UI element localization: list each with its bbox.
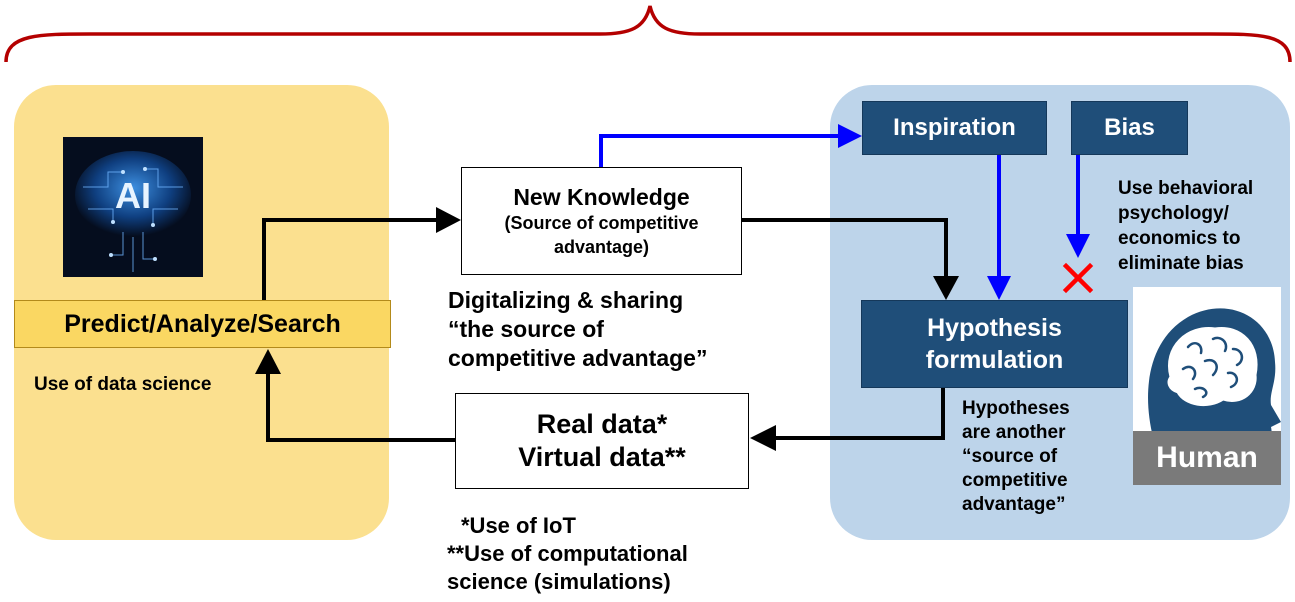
digitalizing-line-3: competitive advantage” (448, 345, 708, 371)
hypotheses-note-5: advantage” (962, 494, 1066, 515)
hypothesis-box: Hypothesis formulation (861, 300, 1128, 388)
predict-analyze-search-box: Predict/Analyze/Search (14, 300, 391, 348)
arrowhead-knowledge (436, 207, 461, 233)
ai-brain-icon: AI (63, 137, 203, 277)
digitalizing-line-2: “the source of (448, 316, 604, 342)
bias-note-4: eliminate bias (1118, 253, 1244, 274)
bias-note-2: psychology/ (1118, 203, 1229, 224)
human-label: Human (1133, 431, 1281, 485)
new-knowledge-subtitle-1: (Source of competitive (504, 213, 699, 233)
data-box: Real data* Virtual data** (455, 393, 749, 489)
hypothesis-line-1: Hypothesis (927, 314, 1062, 342)
footnote-iot: *Use of IoT (461, 513, 576, 538)
hypotheses-note-3: “source of (962, 446, 1058, 467)
digitalizing-line-1: Digitalizing & sharing (448, 287, 684, 313)
footnotes: *Use of IoT **Use of computational scien… (447, 512, 688, 596)
new-knowledge-title: New Knowledge (513, 184, 690, 210)
arrowhead-data (750, 425, 776, 451)
bias-note: Use behavioral psychology/ economics to … (1118, 176, 1253, 276)
bias-note-3: economics to (1118, 228, 1241, 249)
new-knowledge-box: New Knowledge (Source of competitive adv… (461, 167, 742, 275)
new-knowledge-subtitle-2: advantage) (553, 237, 650, 257)
inspiration-box: Inspiration (862, 101, 1047, 155)
real-data-label: Real data* (536, 409, 668, 439)
ai-logo-text: AI (115, 175, 151, 216)
predict-box-label: Predict/Analyze/Search (64, 309, 341, 338)
bias-box: Bias (1071, 101, 1188, 155)
virtual-data-label: Virtual data** (518, 442, 686, 472)
hypotheses-note: Hypotheses are another “source of compet… (962, 397, 1070, 517)
hypotheses-note-4: competitive (962, 470, 1068, 491)
arrow-knowledge-to-inspiration (599, 134, 840, 167)
top-brace (4, 5, 1292, 63)
hypothesis-line-2: formulation (925, 346, 1064, 374)
bias-label: Bias (1104, 114, 1155, 141)
hypotheses-note-1: Hypotheses (962, 398, 1070, 419)
footnote-simulations: science (simulations) (447, 569, 671, 594)
footnote-computational: **Use of computational (447, 541, 688, 566)
data-science-label: Use of data science (34, 374, 212, 395)
inspiration-label: Inspiration (893, 114, 1016, 141)
hypotheses-note-2: are another (962, 422, 1066, 443)
digitalizing-caption: Digitalizing & sharing “the source of co… (448, 286, 707, 373)
bias-note-1: Use behavioral (1118, 178, 1254, 199)
